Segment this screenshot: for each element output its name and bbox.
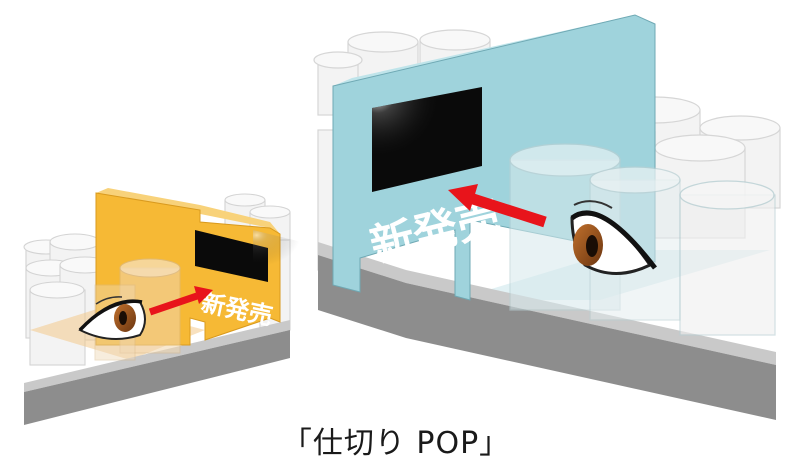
right-shelf-scene: 新発売 (313, 14, 781, 420)
right-pop-screen-shine (372, 87, 482, 192)
right-shelf-lip (318, 255, 776, 420)
left-pop-screen-shine (253, 230, 326, 282)
left-pop-screen (195, 230, 268, 282)
left-eye-icon (78, 296, 146, 340)
left-shelf-lip (24, 330, 290, 425)
right-eye-icon (570, 200, 657, 275)
right-gaze-arrow (448, 184, 547, 228)
left-gaze-arrow (148, 286, 213, 316)
caption: 「仕切り POP」 (281, 426, 511, 461)
left-shelf-lip-top (24, 320, 290, 392)
left-shelf-scene: 新発売 (23, 188, 326, 425)
